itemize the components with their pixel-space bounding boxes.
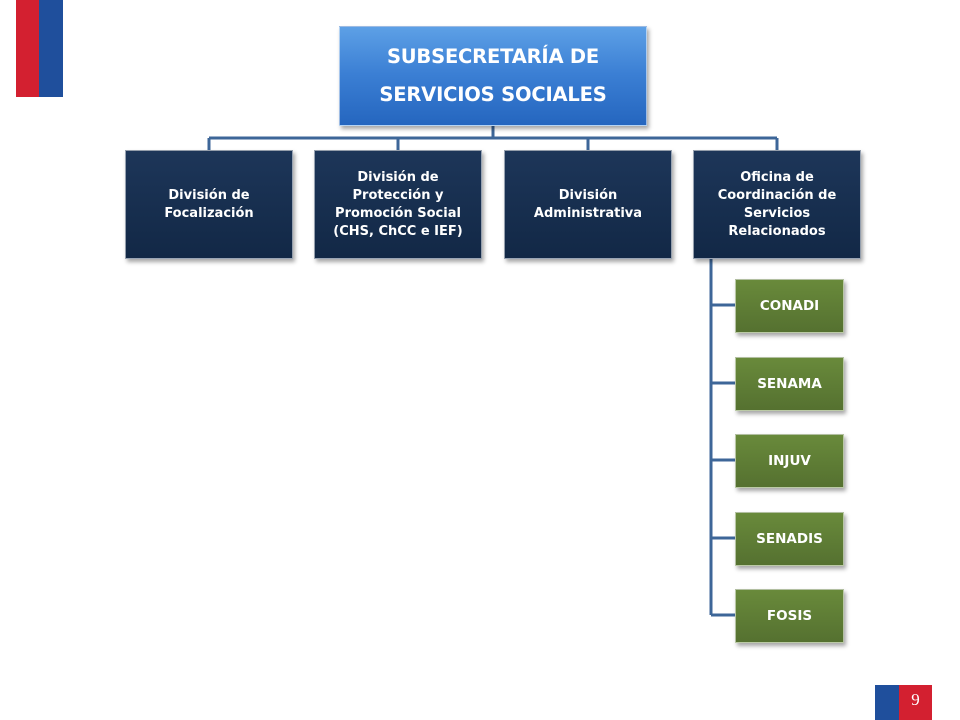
- page-number: 9: [911, 690, 920, 709]
- oficina-coordinacion-box: Oficina de Coordinación de Servicios Rel…: [693, 150, 861, 259]
- agency-senama-box: SENAMA: [735, 357, 844, 411]
- division-focalizacion-box: División de Focalización: [125, 150, 293, 259]
- flag-decoration-bottom: [875, 685, 932, 720]
- division-proteccion-box: División de Protección y Promoción Socia…: [314, 150, 482, 259]
- subsecretaria-title-line1: SUBSECRETARÍA DE: [386, 45, 600, 68]
- division-administrativa-box: División Administrativa: [504, 150, 672, 259]
- agency-senadis-box: SENADIS: [735, 512, 844, 566]
- agency-injuv-box: INJUV: [735, 434, 844, 488]
- subsecretaria-title-line2: SERVICIOS SOCIALES: [379, 83, 607, 106]
- agency-conadi-box: CONADI: [735, 279, 844, 333]
- agency-fosis-box: FOSIS: [735, 589, 844, 643]
- flag-decoration-top: [16, 0, 63, 97]
- subsecretaria-box: SUBSECRETARÍA DE SERVICIOS SOCIALES: [339, 26, 647, 126]
